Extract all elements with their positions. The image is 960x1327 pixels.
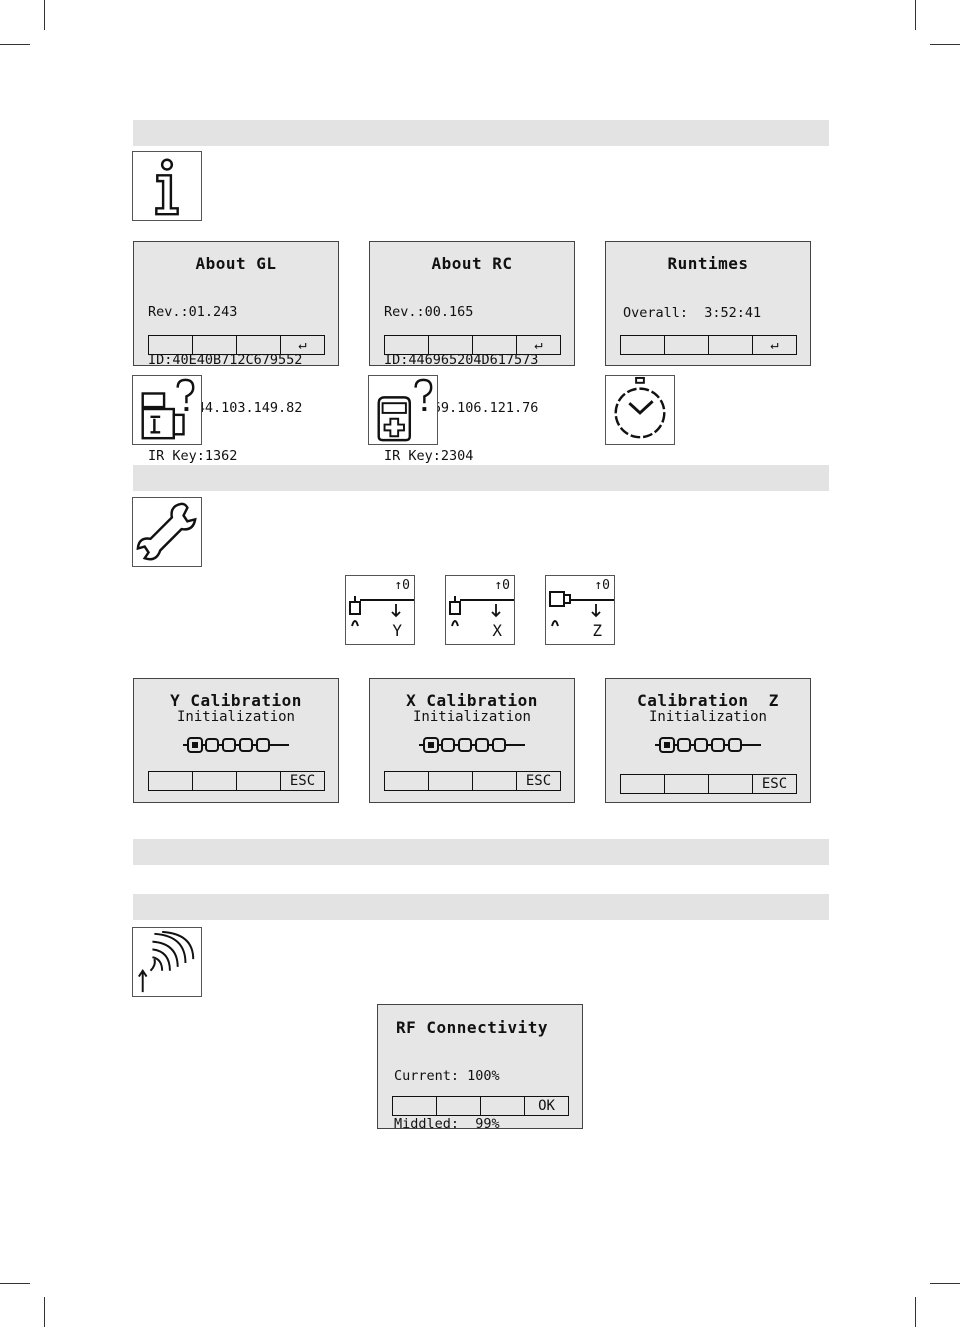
- section-bar-rf: [133, 894, 829, 920]
- axis-letter: Z: [592, 621, 602, 640]
- antenna-icon: [132, 927, 202, 997]
- axis-letter: Y: [392, 621, 402, 640]
- progress-chain: [134, 735, 338, 755]
- screen-title: About RC: [431, 254, 513, 273]
- softkey-row: ↵: [384, 335, 561, 355]
- softkey-3[interactable]: [237, 772, 281, 790]
- esc-softkey[interactable]: ESC: [289, 773, 316, 789]
- softkey-3[interactable]: [473, 772, 517, 790]
- softkey-3[interactable]: [481, 1097, 525, 1115]
- crop-mark: [0, 1283, 30, 1284]
- enter-softkey[interactable]: ↵: [298, 337, 307, 353]
- id-line: ID:40E40B712C679552: [148, 352, 303, 368]
- screen-title: RF Connectivity: [396, 1018, 548, 1037]
- progress-chain: [370, 735, 574, 755]
- id-line: ID:446965204D617573: [384, 352, 539, 368]
- softkey-2[interactable]: [437, 1097, 481, 1115]
- softkey-1[interactable]: [149, 336, 193, 354]
- info-icon: [132, 151, 202, 221]
- enter-softkey[interactable]: ↵: [534, 337, 543, 353]
- irkey-line: IR Key:2304: [384, 448, 474, 464]
- crop-mark: [915, 1297, 916, 1327]
- crop-mark: [0, 44, 30, 45]
- softkey-row: ↵: [620, 335, 797, 355]
- screen-x-calibration: X Calibration Initialization ESC: [369, 678, 575, 803]
- progress-chain-icon: [655, 737, 761, 753]
- ok-softkey[interactable]: OK: [538, 1098, 555, 1114]
- screen-rf-connectivity: RF Connectivity Current: 100% Middled: 9…: [377, 1004, 583, 1132]
- softkey-2[interactable]: [193, 336, 237, 354]
- screen-title: About GL: [195, 254, 277, 273]
- softkey-1[interactable]: [149, 772, 193, 790]
- z-axis-icon: ↑0 Z: [545, 575, 615, 645]
- screen-subtitle: Initialization: [176, 709, 295, 725]
- origin-label: ↑0: [394, 578, 410, 593]
- screen-lines: Rev.:01.243 ID:40E40B712C679552 Addr.:44…: [148, 272, 302, 496]
- crop-mark: [915, 0, 916, 30]
- screen-title: Y Calibration: [170, 691, 302, 710]
- y-axis-icon: ↑0 Y: [345, 575, 415, 645]
- screen-about-rc: About RC Rev.:00.165 ID:446965204D617573…: [369, 241, 575, 464]
- x-axis-icon: ↑0 X: [445, 575, 515, 645]
- stopwatch-icon: [605, 375, 675, 445]
- softkey-3[interactable]: [709, 336, 753, 354]
- origin-label: ↑0: [594, 578, 610, 593]
- screen-about-gl: About GL Rev.:01.243 ID:40E40B712C679552…: [133, 241, 339, 464]
- wrench-icon: [132, 497, 202, 567]
- screen-z-calibration: Calibration Z Initialization ESC: [605, 678, 811, 803]
- screen-lines: Overall: 3:52:41: [623, 273, 761, 353]
- enter-softkey[interactable]: ↵: [770, 337, 779, 353]
- origin-label: ↑0: [494, 578, 510, 593]
- esc-softkey[interactable]: ESC: [761, 776, 788, 792]
- current-line: Current: 100%: [394, 1068, 500, 1084]
- screen-subtitle: Initialization: [648, 709, 767, 725]
- screen-lines: Current: 100% Middled: 99%: [394, 1036, 500, 1164]
- softkey-3[interactable]: [709, 775, 753, 793]
- softkey-2[interactable]: [429, 772, 473, 790]
- section-bar-info: [133, 120, 829, 146]
- progress-chain: [606, 735, 810, 755]
- crop-mark: [930, 1283, 960, 1284]
- screen-runtimes: Runtimes Overall: 3:52:41 ↵: [605, 241, 811, 366]
- axis-letter: X: [492, 621, 502, 640]
- screen-title: Calibration Z: [637, 691, 779, 710]
- progress-chain-icon: [183, 737, 289, 753]
- irkey-line: IR Key:1362: [148, 448, 238, 464]
- screen-lines: Rev.:00.165 ID:446965204D617573 Addr.:69…: [384, 272, 538, 496]
- overall-line: Overall: 3:52:41: [623, 305, 762, 321]
- softkey-3[interactable]: [473, 336, 517, 354]
- softkey-2[interactable]: [193, 772, 237, 790]
- rev-line: Rev.:00.165: [384, 304, 474, 320]
- rev-line: Rev.:01.243: [148, 304, 238, 320]
- esc-softkey[interactable]: ESC: [525, 773, 552, 789]
- softkey-2[interactable]: [665, 775, 709, 793]
- section-bar-calibration: [133, 465, 829, 491]
- progress-chain-icon: [419, 737, 525, 753]
- crop-mark: [930, 44, 960, 45]
- softkey-1[interactable]: [393, 1097, 437, 1115]
- softkey-3[interactable]: [237, 336, 281, 354]
- laser-question-icon: [132, 375, 202, 445]
- crop-mark: [44, 1297, 45, 1327]
- crop-mark: [44, 0, 45, 30]
- middled-line: Middled: 99%: [394, 1116, 500, 1132]
- softkey-row: OK: [392, 1096, 569, 1116]
- softkey-2[interactable]: [665, 336, 709, 354]
- softkey-1[interactable]: [621, 336, 665, 354]
- remote-question-icon: [368, 375, 438, 445]
- screen-title: X Calibration: [406, 691, 538, 710]
- softkey-1[interactable]: [621, 775, 665, 793]
- screen-subtitle: Initialization: [412, 709, 531, 725]
- softkey-row: ESC: [384, 771, 561, 791]
- softkey-row: ESC: [148, 771, 325, 791]
- softkey-row: ESC: [620, 774, 797, 794]
- softkey-1[interactable]: [385, 336, 429, 354]
- softkey-2[interactable]: [429, 336, 473, 354]
- screen-title: Runtimes: [667, 254, 749, 273]
- softkey-row: ↵: [148, 335, 325, 355]
- softkey-1[interactable]: [385, 772, 429, 790]
- screen-y-calibration: Y Calibration Initialization ESC: [133, 678, 339, 803]
- section-bar-empty: [133, 839, 829, 865]
